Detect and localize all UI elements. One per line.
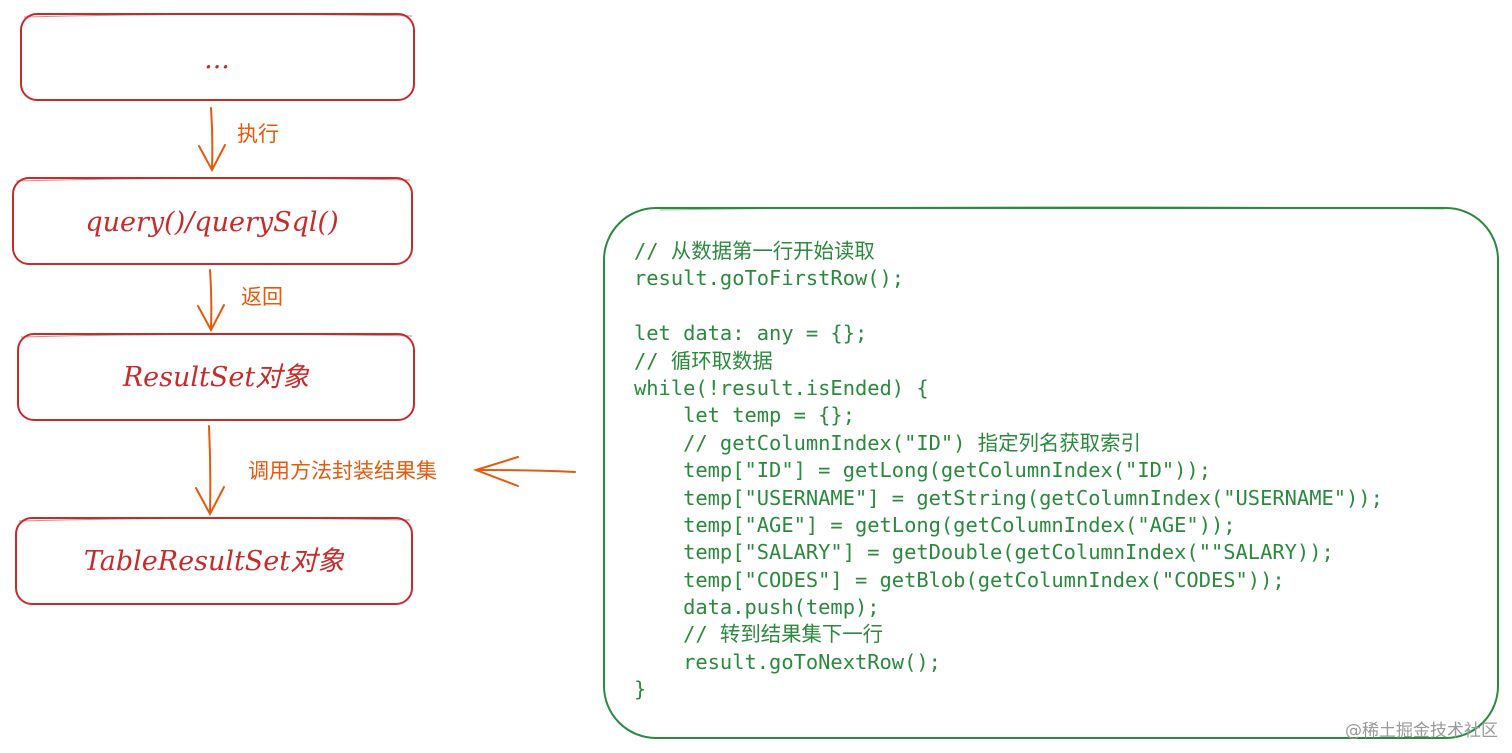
edge-label-execute: 执行 xyxy=(237,122,279,146)
box-ellipsis: ... xyxy=(20,13,415,101)
code-line: // 转到结果集下一行 xyxy=(634,622,884,647)
code-panel xyxy=(603,206,1499,739)
code-line: } xyxy=(634,677,647,702)
box-label-resultset: ResultSet对象 xyxy=(122,362,310,393)
arrow-return xyxy=(197,269,225,333)
code-line: data.push(temp); xyxy=(634,595,880,620)
code-line: result.goToNextRow(); xyxy=(634,649,941,674)
code-line: // getColumnIndex("ID") 指定列名获取索引 xyxy=(634,430,1141,455)
code-line: temp["SALARY"] = getDouble(getColumnInde… xyxy=(634,540,1334,565)
edge-label-return: 返回 xyxy=(241,285,283,309)
code-line: while(!result.isEnded) { xyxy=(634,375,929,400)
edge-label-wrap: 调用方法封装结果集 xyxy=(248,459,437,483)
code-snippet: // 从数据第一行开始读取 result.goToFirstRow(); let d… xyxy=(634,238,1383,704)
code-line: // 循环取数据 xyxy=(634,348,773,373)
code-line: temp["AGE"] = getLong(getColumnIndex("AG… xyxy=(634,512,1236,537)
box-label-ellipsis: ... xyxy=(204,44,230,75)
box-query: query()/querySql() xyxy=(12,177,413,265)
arrow-wrap xyxy=(195,425,225,517)
box-resultset: ResultSet对象 xyxy=(17,333,415,421)
code-line xyxy=(634,293,1383,320)
code-line: temp["USERNAME"] = getString(getColumnIn… xyxy=(634,485,1383,510)
code-line: temp["CODES"] = getBlob(getColumnIndex("… xyxy=(634,567,1285,592)
watermark: @稀土掘金技术社区 xyxy=(1345,721,1498,741)
code-line: let data: any = {}; xyxy=(634,321,868,346)
arrow-execute xyxy=(198,107,226,173)
code-line: // 从数据第一行开始读取 xyxy=(634,239,875,263)
arrow-from-code xyxy=(472,456,576,487)
code-line: temp["ID"] = getLong(getColumnIndex("ID"… xyxy=(634,458,1211,483)
box-label-query: query()/querySql() xyxy=(85,207,338,238)
box-tableresultset: TableResultSet对象 xyxy=(15,517,413,605)
code-line: result.goToFirstRow(); xyxy=(634,266,905,291)
code-line: let temp = {}; xyxy=(634,403,855,428)
box-label-tableresultset: TableResultSet对象 xyxy=(84,546,345,577)
